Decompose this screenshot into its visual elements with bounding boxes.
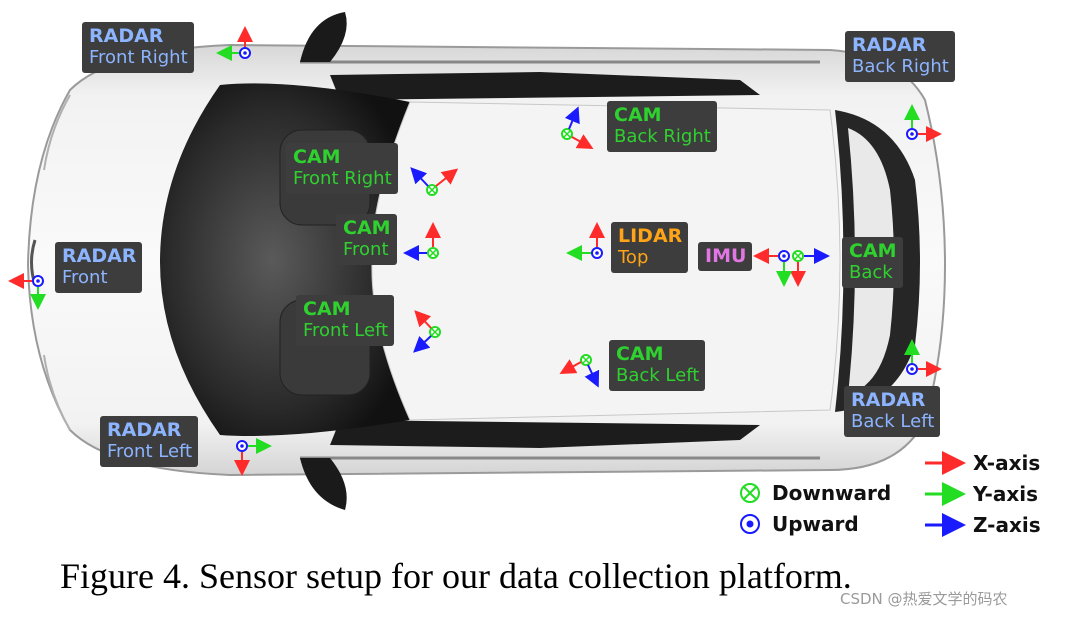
label-line2: Front Left <box>303 320 388 342</box>
label-line2: Back Right <box>614 126 711 148</box>
label-line2: Front <box>62 267 136 289</box>
label-radar-back-right: RADAR Back Right <box>845 31 955 82</box>
label-line1: RADAR <box>851 389 934 411</box>
label-line1: CAM <box>293 146 392 168</box>
label-line1: CAM <box>303 298 388 320</box>
label-line2: Back Right <box>852 56 949 78</box>
label-line2: Front Left <box>107 441 192 463</box>
label-line2: Front Right <box>89 47 188 69</box>
label-line2: Top <box>618 247 682 269</box>
label-radar-front-right: RADAR Front Right <box>82 22 194 73</box>
figure-caption: Figure 4. Sensor setup for our data coll… <box>60 555 852 597</box>
label-imu: IMU <box>698 242 752 271</box>
label-line2: Front Right <box>293 168 392 190</box>
label-radar-front-left: RADAR Front Left <box>100 416 198 467</box>
label-line2: Back Left <box>851 411 934 433</box>
label-cam-back: CAM Back <box>842 237 903 288</box>
label-radar-front: RADAR Front <box>55 242 142 293</box>
watermark: CSDN @热爱文学的码农 <box>840 588 1008 609</box>
legend-x-axis-label: X-axis <box>973 451 1040 475</box>
label-line2: Back Left <box>616 365 699 387</box>
label-line1: LIDAR <box>618 225 682 247</box>
axes-radar-front-right <box>220 30 250 58</box>
label-line1: CAM <box>849 240 897 262</box>
label-line1: RADAR <box>62 245 136 267</box>
label-radar-back-left: RADAR Back Left <box>844 386 940 437</box>
legend-upward-symbol <box>741 515 759 533</box>
label-line1: RADAR <box>852 34 949 56</box>
label-cam-back-left: CAM Back Left <box>609 340 705 391</box>
label-line1: CAM <box>343 217 391 239</box>
label-line1: IMU <box>705 245 746 267</box>
label-line1: RADAR <box>89 25 188 47</box>
axes-radar-front <box>12 276 43 306</box>
label-cam-front-right: CAM Front Right <box>286 143 398 194</box>
label-line2: Front <box>343 239 391 261</box>
legend-z-axis-label: Z-axis <box>973 513 1041 537</box>
label-line1: CAM <box>616 343 699 365</box>
label-line1: CAM <box>614 104 711 126</box>
label-cam-front-left: CAM Front Left <box>296 295 394 346</box>
legend-upward-label: Upward <box>772 512 859 536</box>
legend-downward-symbol <box>741 484 759 502</box>
label-line2: Back <box>849 262 897 284</box>
label-cam-front: CAM Front <box>336 214 397 265</box>
legend-downward-label: Downward <box>772 481 891 505</box>
legend-y-axis-label: Y-axis <box>973 482 1038 506</box>
label-cam-back-right: CAM Back Right <box>607 101 717 152</box>
label-line1: RADAR <box>107 419 192 441</box>
label-lidar-top: LIDAR Top <box>611 222 688 273</box>
